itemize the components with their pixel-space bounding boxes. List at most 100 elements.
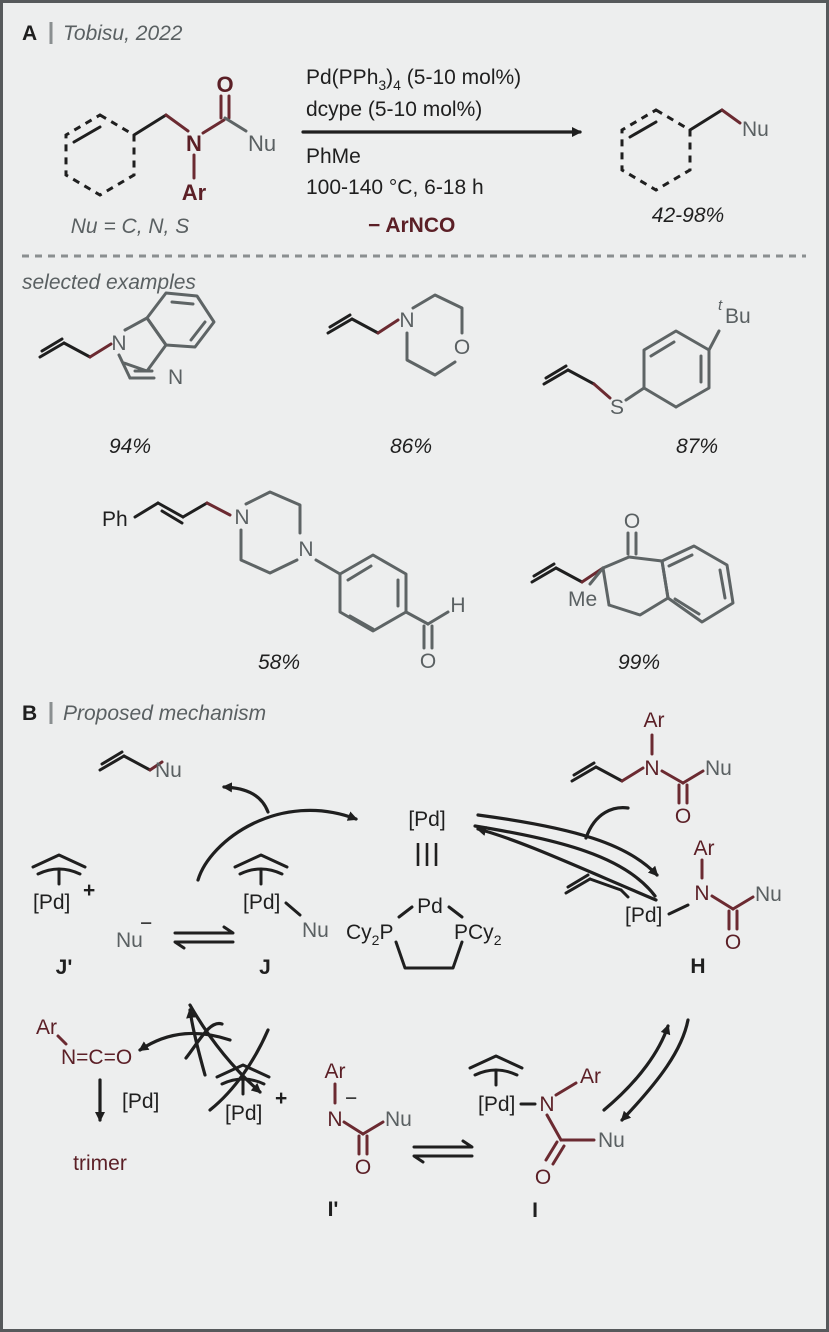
eq-ip-i-fwd [412, 1139, 474, 1149]
ex2-o: O [454, 336, 470, 359]
mechanism-product: Nu [98, 750, 182, 782]
j-to-ip-arrow [188, 1003, 262, 1094]
sm-nitrogen: N [186, 131, 202, 156]
ex1-vinyl-1 [38, 341, 66, 359]
mp-vinyl-2 [100, 750, 124, 766]
ex3-aryl-ring [642, 329, 711, 409]
h-vinyl-2 [566, 873, 590, 889]
example-allyl-indanone: O Me 99% [530, 510, 735, 674]
eq-jp-j-fwd [173, 925, 235, 935]
condition-temperature: 100-140 °C, 6-18 h [306, 176, 484, 199]
mp-c-nu-bond [148, 760, 164, 772]
mp-vinyl-1 [98, 754, 126, 772]
reaction-conditions: Pd(PPh3)4 (5-10 mol%) dcype (5-10 mol%) … [301, 66, 582, 237]
mechanism-substrate: N Ar Nu O [570, 709, 732, 828]
ex5-c2-c1 [601, 555, 631, 570]
ex5-vinyl-1 [530, 566, 558, 584]
h-pd-n [667, 903, 690, 916]
ex1-vinyl-2 [40, 337, 64, 353]
complex-j: [Pd] Nu J [233, 853, 329, 979]
sm-arene-inner-bond [72, 125, 102, 144]
ex2-yield: 86% [390, 435, 432, 458]
panel-b-letter: B [22, 702, 37, 725]
ip-c-nu [361, 1120, 385, 1136]
ex4-alkene-1 [156, 501, 185, 519]
ex2-n: N [399, 309, 414, 332]
ligand-pl-pd [397, 905, 414, 919]
iso-trimer: trimer [73, 1152, 127, 1175]
ligand-right: PCy2 [454, 921, 502, 948]
ip-allyl [215, 1063, 271, 1079]
isocyanate: Ar N=C=O [Pd] trimer [36, 1016, 159, 1175]
ex4-n1: N [234, 506, 249, 529]
ip-to-j-arrow [208, 1028, 270, 1112]
ex3-allyl-1 [566, 368, 596, 386]
ex1-benzo-double-1 [170, 300, 195, 306]
ex3-tbu-bond [707, 329, 721, 352]
ex3-yield: 87% [676, 435, 718, 458]
ex4-pip-top [244, 490, 302, 535]
i-co-2 [551, 1144, 566, 1166]
ligand-backbone [394, 940, 464, 970]
sm-oxygen: O [216, 72, 233, 97]
j-pd-nu [284, 901, 302, 917]
nucleophile-scope: Nu = C, N, S [71, 215, 189, 238]
ip-ar: Ar [325, 1060, 346, 1083]
ex5-vinyl-2 [532, 562, 556, 578]
ex4-ph: Ph [102, 508, 128, 531]
iso-pd: [Pd] [122, 1090, 159, 1113]
ex1-n1-c2 [117, 353, 132, 380]
reductive-elimination-arrow [196, 808, 358, 882]
starting-material: N Ar O Nu Nu = C, N, S [64, 72, 276, 238]
example-allyl-sulfide: S t Bu 87% [542, 297, 751, 458]
complex-h: [Pd] N Ar Nu O H [564, 837, 782, 978]
ex1-n1: N [111, 332, 126, 355]
i-n: N [539, 1093, 554, 1116]
condition-catalyst: Pd(PPh3)4 (5-10 mol%) [306, 66, 521, 93]
i-to-h-arrow-down [620, 1018, 690, 1122]
ex3-allyl-s-bond [592, 382, 612, 400]
ms-nu: Nu [705, 757, 732, 780]
ex4-h: H [450, 594, 465, 617]
ex3-s: S [610, 396, 624, 419]
example-allyl-benzimidazole: N N 94% [38, 291, 216, 458]
ex4-ph-bond [133, 501, 160, 519]
ex3-vinyl-2 [544, 364, 568, 380]
ex4-aryl-double-3 [348, 614, 375, 631]
h-allyl-1 [588, 877, 623, 892]
i-nu: Nu [598, 1129, 625, 1152]
ms-allyl-1 [594, 765, 624, 783]
jp-allyl [31, 853, 87, 869]
i-ar: Ar [580, 1065, 601, 1088]
ex3-vinyl-1 [542, 368, 570, 386]
h-o: O [725, 931, 741, 954]
ex4-aryl-double-1 [346, 564, 373, 582]
ip-n-c [342, 1120, 365, 1136]
examples-label: selected examples [22, 271, 196, 294]
product-nucleophile: Nu [742, 118, 769, 141]
sm-aryl: Ar [182, 180, 207, 205]
panel-b-header: B Proposed mechanism [22, 702, 266, 725]
condition-solvent: PhMe [306, 145, 361, 168]
ex1-allyl-1 [62, 341, 92, 359]
ip-o: O [355, 1156, 371, 1179]
ex4-n-aryl-bond [314, 558, 342, 576]
ex5-benzo-double-2 [718, 568, 727, 600]
ex2-vinyl-2 [328, 313, 352, 329]
eq-ip-i-rev [412, 1154, 474, 1164]
ex5-methyl: Me [568, 588, 597, 611]
complex-j-prime: [Pd] + Nu − J' [31, 853, 152, 979]
ex3-tbu: Bu [725, 305, 751, 328]
ex3-aryl-double-1 [649, 340, 676, 358]
ex1-n3: N [168, 366, 183, 389]
oxidative-addition-arrow [473, 824, 657, 898]
complex-i: [Pd] N Ar Nu O I [468, 1054, 625, 1222]
panel-a-header: A Tobisu, 2022 [22, 22, 183, 45]
ex4-ch-bond [426, 610, 450, 626]
sm-c-nu-bond [223, 116, 248, 133]
isocyanate-release-arrow [138, 1031, 232, 1052]
catalyst-pd: [Pd] [408, 808, 445, 831]
equilibrium-ip-i [412, 1139, 474, 1164]
